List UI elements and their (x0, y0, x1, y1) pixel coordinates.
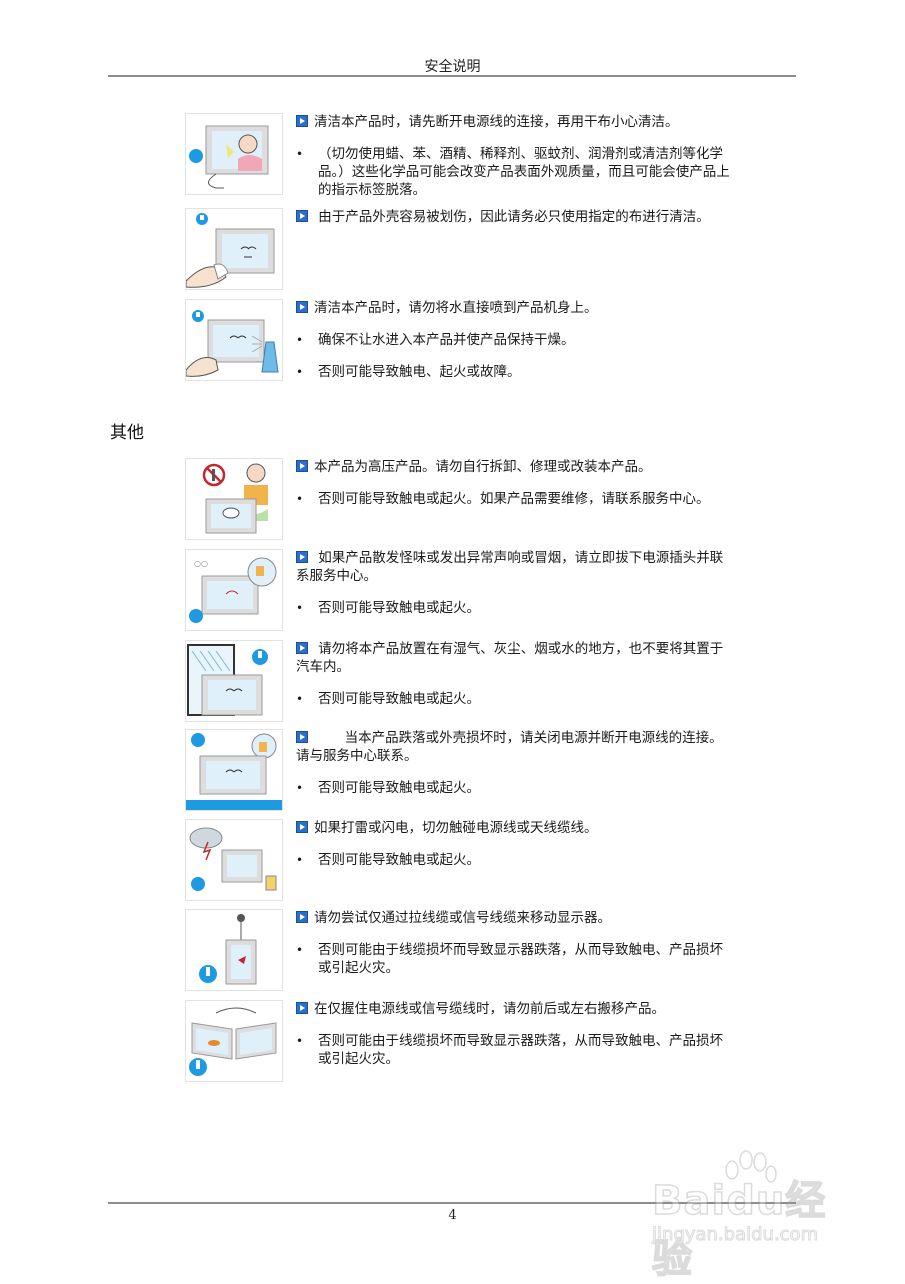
smoke-unplug-illustration: ○○ (185, 549, 283, 631)
item-bullet-text: 确保不让水进入本产品并使产品保持干燥。 (296, 331, 732, 349)
page-header-title: 安全说明 (424, 59, 481, 75)
blue-arrow-icon (296, 460, 308, 472)
blue-arrow-icon (296, 210, 308, 222)
blue-arrow-icon (296, 115, 308, 127)
blue-arrow-icon (296, 642, 308, 654)
paw-icon (725, 1150, 777, 1183)
item-bullet-text: 否则可能导致触电或起火。 (296, 851, 732, 869)
svg-text:○○: ○○ (194, 559, 208, 568)
wipe-with-cloth-illustration (185, 208, 283, 290)
item-lead-text: 请勿尝试仅通过拉线缆或信号线缆来移动显示器。 (314, 910, 611, 926)
footer-divider (108, 1202, 796, 1204)
header-divider (108, 75, 796, 77)
blue-arrow-icon (296, 301, 308, 313)
item-bullet-text: 否则可能导致触电或起火。 (296, 599, 732, 617)
no-disassembly-illustration (185, 458, 283, 540)
dropped-product-illustration (185, 729, 283, 811)
item-bullet-text: （切勿使用蜡、苯、酒精、稀释剂、驱蚊剂、润滑剂或清洁剂等化学品。）这些化学品可能… (296, 145, 732, 199)
item-lead-text: 如果打雷或闪电，切勿触碰电源线或天线缆线。 (314, 820, 598, 836)
no-humid-place-illustration (185, 640, 283, 722)
item-bullet-text: 否则可能导致触电或起火。如果产品需要维修，请联系服务中心。 (296, 490, 732, 508)
watermark-brand: Baidu经验 (651, 1177, 827, 1283)
item-lead-text: 清洁本产品时，请勿将水直接喷到产品机身上。 (314, 300, 598, 316)
item-lead-text: 请勿将本产品放置在有湿气、灰尘、烟或水的地方，也不要将其置于汽车内。 (296, 641, 724, 675)
lightning-illustration (185, 819, 283, 901)
item-bullet-text: 否则可能由于线缆损坏而导致显示器跌落，从而导致触电、产品损坏或引起火灾。 (296, 941, 732, 977)
item-bullet-text: 否则可能由于线缆损坏而导致显示器跌落，从而导致触电、产品损坏或引起火灾。 (296, 1032, 732, 1068)
item-lead-text: 由于产品外壳容易被划伤，因此请务必只使用指定的布进行清洁。 (318, 209, 710, 225)
item-lead-text: 当本产品跌落或外壳损坏时，请关闭电源并断开电源线的连接。请与服务中心联系。 (296, 730, 723, 764)
blue-arrow-icon (296, 551, 308, 563)
item-bullet-text: 否则可能导致触电或起火。 (296, 779, 732, 797)
item-bullet-text: 否则可能导致触电或起火。 (296, 690, 732, 708)
blue-arrow-icon (296, 821, 308, 833)
blue-arrow-icon (296, 731, 308, 743)
item-bullet-text: 否则可能导致触电、起火或故障。 (296, 363, 732, 381)
blue-arrow-icon (296, 911, 308, 923)
section-title-other: 其他 (110, 423, 144, 443)
no-water-spray-illustration (185, 299, 283, 381)
page-number: 4 (448, 1208, 457, 1223)
item-lead-text: 本产品为高压产品。请勿自行拆卸、修理或改装本产品。 (314, 459, 652, 475)
item-lead-text: 清洁本产品时，请先断开电源线的连接，再用干布小心清洁。 (314, 114, 679, 130)
baidu-jingyan-watermark: Baidu经验 jingyan.baidu.com (640, 1150, 860, 1283)
swing-by-cable-illustration (185, 1000, 283, 1082)
pull-cable-illustration (185, 909, 283, 991)
watermark-url: jingyan.baidu.com (651, 1224, 819, 1246)
item-lead-text: 如果产品散发怪味或发出异常声响或冒烟，请立即拔下电源插头并联系服务中心。 (296, 550, 724, 584)
blue-arrow-icon (296, 1002, 308, 1014)
cleaning-unplug-illustration (185, 113, 283, 195)
item-lead-text: 在仅握住电源线或信号缆线时，请勿前后或左右搬移产品。 (314, 1001, 665, 1017)
